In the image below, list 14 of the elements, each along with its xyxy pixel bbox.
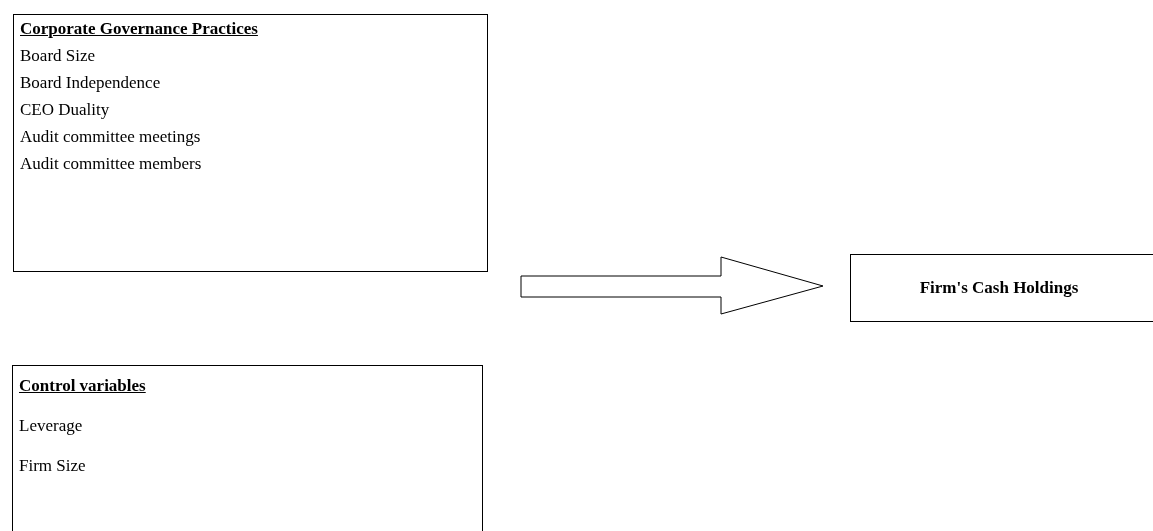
variable-label: Audit committee meetings [20, 127, 202, 147]
variable-label: Board Size [20, 46, 97, 66]
variable-label: CEO Duality [20, 100, 111, 120]
box-heading: Control variables [19, 376, 147, 396]
block-arrow [520, 256, 824, 315]
outcome-box [850, 254, 1153, 322]
variable-label: Audit committee members [20, 154, 203, 174]
variables-box [12, 365, 483, 531]
variable-label: Firm Size [19, 456, 87, 476]
variable-label: Board Independence [20, 73, 162, 93]
variable-label: Leverage [19, 416, 84, 436]
box-heading: Corporate Governance Practices [20, 19, 259, 39]
variables-box [13, 14, 488, 272]
node-label: Firm's Cash Holdings [919, 278, 1080, 298]
